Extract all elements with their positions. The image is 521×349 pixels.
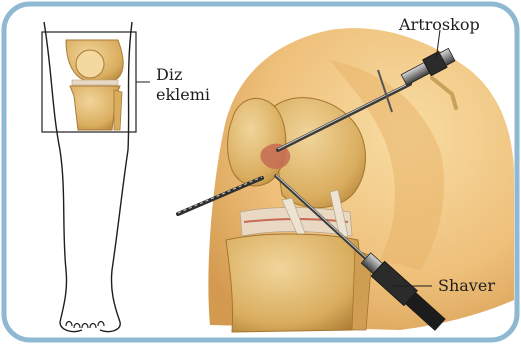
joint-label-line2: eklemi [156,85,210,104]
joint-label-line1: Diz [156,65,182,84]
shaver-label: Shaver [438,276,495,295]
arthroscope-label: Artroskop [398,15,480,34]
tibia [226,234,359,332]
patella [228,98,286,186]
